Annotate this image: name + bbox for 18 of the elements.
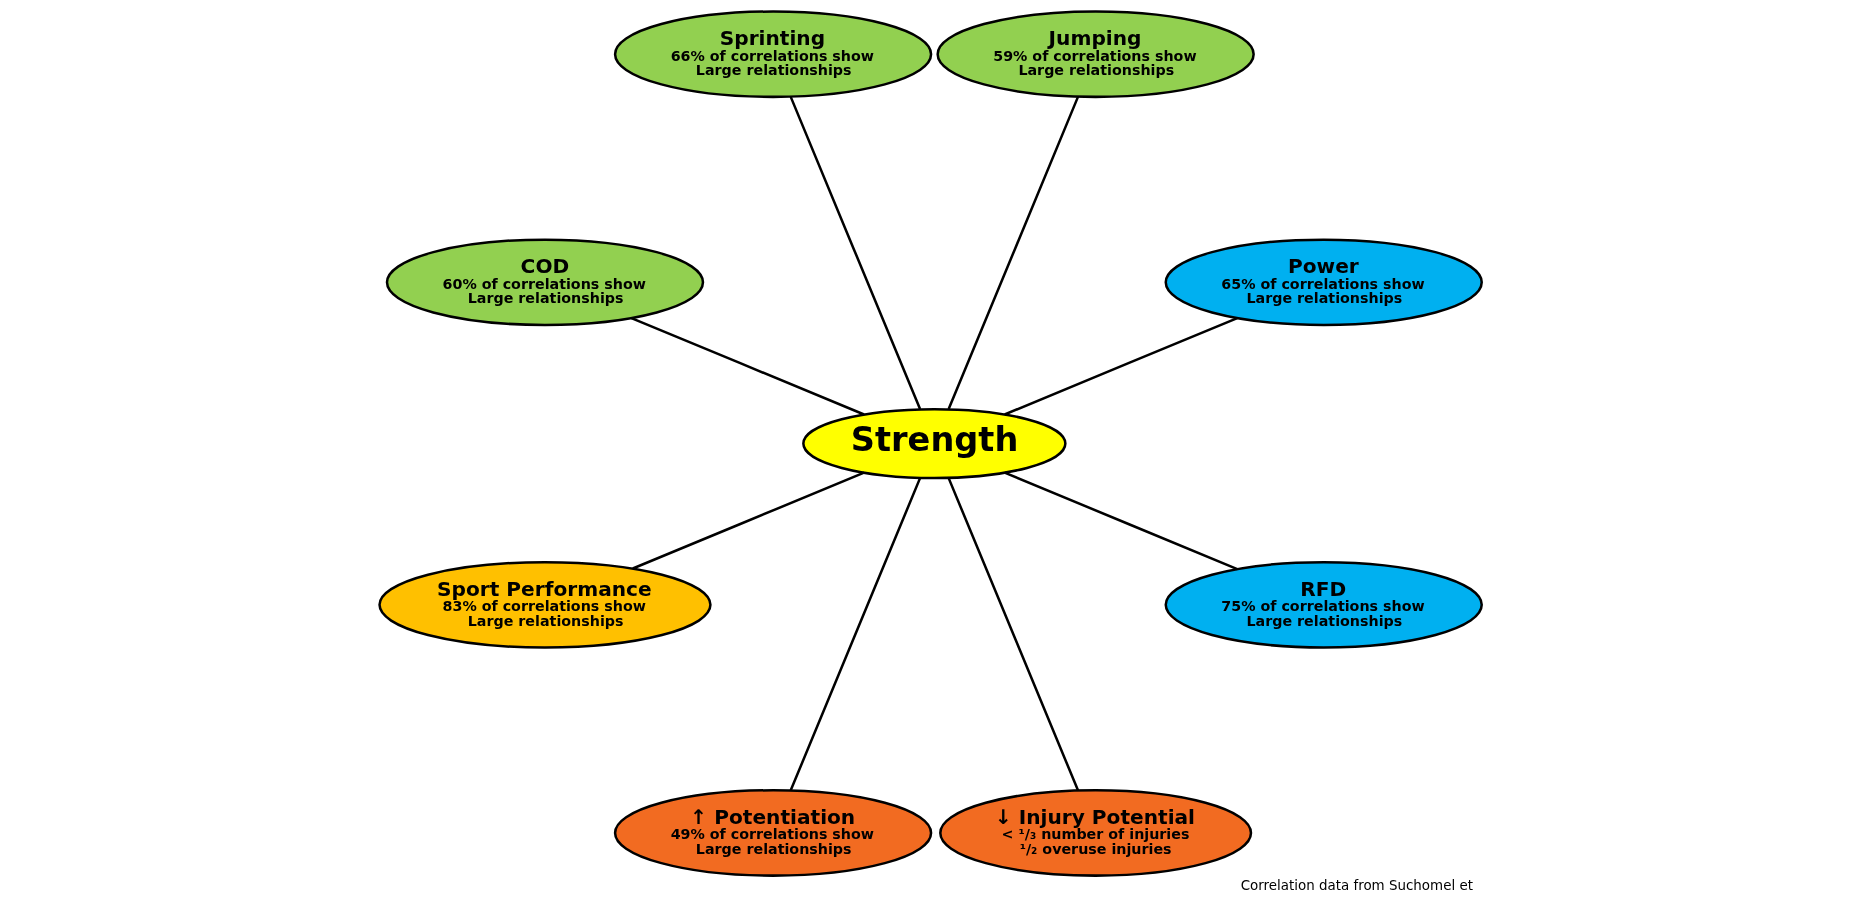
node-ellipse: COD 60% of correlations show Large relationships [385,238,704,327]
connector [1003,471,1238,571]
node-ellipse: Sprinting 66% of correlations show Large relationships [613,10,932,99]
connector [947,96,1079,410]
connector [947,477,1079,791]
connector [1003,316,1238,416]
caption: Correlation data from Suchomel et [1240,877,1473,893]
connector [789,96,921,410]
connector [630,316,865,416]
node-ellipse: ↓ Injury Potential < ¹/₃ number of injuries ¹/₂ overuse injuries [938,789,1252,877]
node-ellipse: ↑ Potentiation 49% of correlations show Large relationships [613,789,932,877]
node-ellipse: Sport Performance 83% of correlations show Large relationships [377,560,712,649]
node-ellipse: Jumping 59% of correlations show Large relationships [935,10,1255,99]
connector [631,471,865,570]
node-ellipse: RFD 75% of correlations show Large relationships [1164,560,1483,649]
node-ellipse: Strength [801,407,1067,480]
node-ellipse: Power 65% of correlations show Large relationships [1164,238,1483,327]
connector [789,477,921,791]
